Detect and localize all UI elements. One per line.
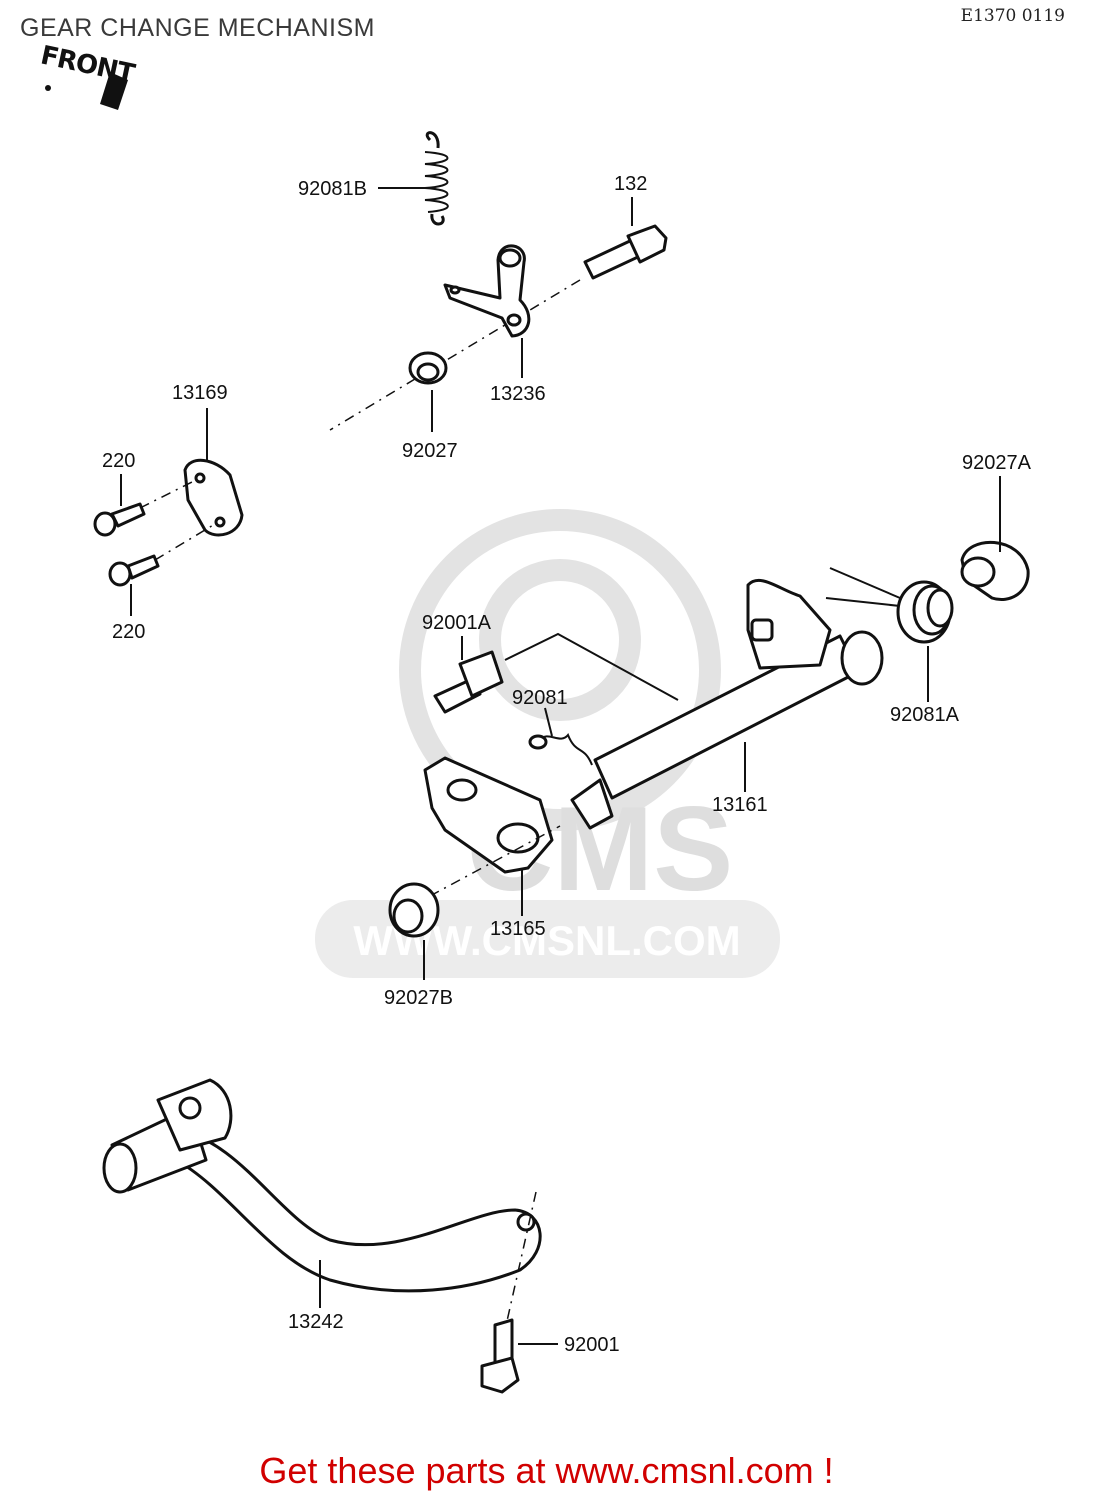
front-arrow-icon: [45, 72, 128, 110]
exploded-parts-diagram: CMS WWW.CMSNL.COM: [45, 72, 1032, 1394]
part-132-bolt: [329, 197, 668, 431]
label-13165: 13165: [490, 918, 546, 940]
label-92081a: 92081A: [890, 704, 960, 726]
part-13161-shift-shaft: [570, 578, 884, 830]
part-92081-spring: [528, 707, 593, 766]
label-220-lower: 220: [112, 621, 145, 643]
part-92001a-pin: [433, 632, 679, 714]
part-92001-bolt: [480, 1318, 558, 1394]
part-13242-shift-pedal: [102, 1078, 542, 1331]
label-13169: 13169: [172, 382, 228, 404]
label-92081b: 92081B: [298, 178, 367, 200]
label-13236: 13236: [490, 383, 546, 405]
label-92001a: 92001A: [422, 612, 492, 634]
part-13169-plate: [139, 408, 244, 561]
page-title: GEAR CHANGE MECHANISM: [20, 14, 375, 42]
part-labels: 92081B 132 13236 92027 13169 220 220 920…: [102, 173, 1032, 1356]
label-92001: 92001: [564, 1334, 620, 1356]
part-220-screw-lower: [108, 554, 160, 616]
label-92027b: 92027B: [384, 987, 453, 1009]
label-132: 132: [614, 173, 647, 195]
part-92081b-spring: [378, 131, 449, 226]
label-13161: 13161: [712, 794, 768, 816]
part-92027-collar: [408, 351, 448, 432]
figure-code: E1370 0119: [960, 6, 1065, 26]
part-92081a-torsion-spring: [825, 567, 954, 702]
label-13242: 13242: [288, 1311, 344, 1333]
label-92027: 92027: [402, 440, 458, 462]
part-13165-shift-plate: [423, 756, 561, 916]
part-220-screw-upper: [93, 474, 146, 537]
label-220-upper: 220: [102, 450, 135, 472]
label-92027a: 92027A: [962, 452, 1032, 474]
promo-link[interactable]: Get these parts at www.cmsnl.com !: [259, 1450, 834, 1491]
part-92027a-collar: [960, 476, 1030, 601]
part-92027b-collar: [388, 882, 440, 980]
part-13236-bracket: [443, 244, 531, 378]
label-92081: 92081: [512, 687, 568, 709]
